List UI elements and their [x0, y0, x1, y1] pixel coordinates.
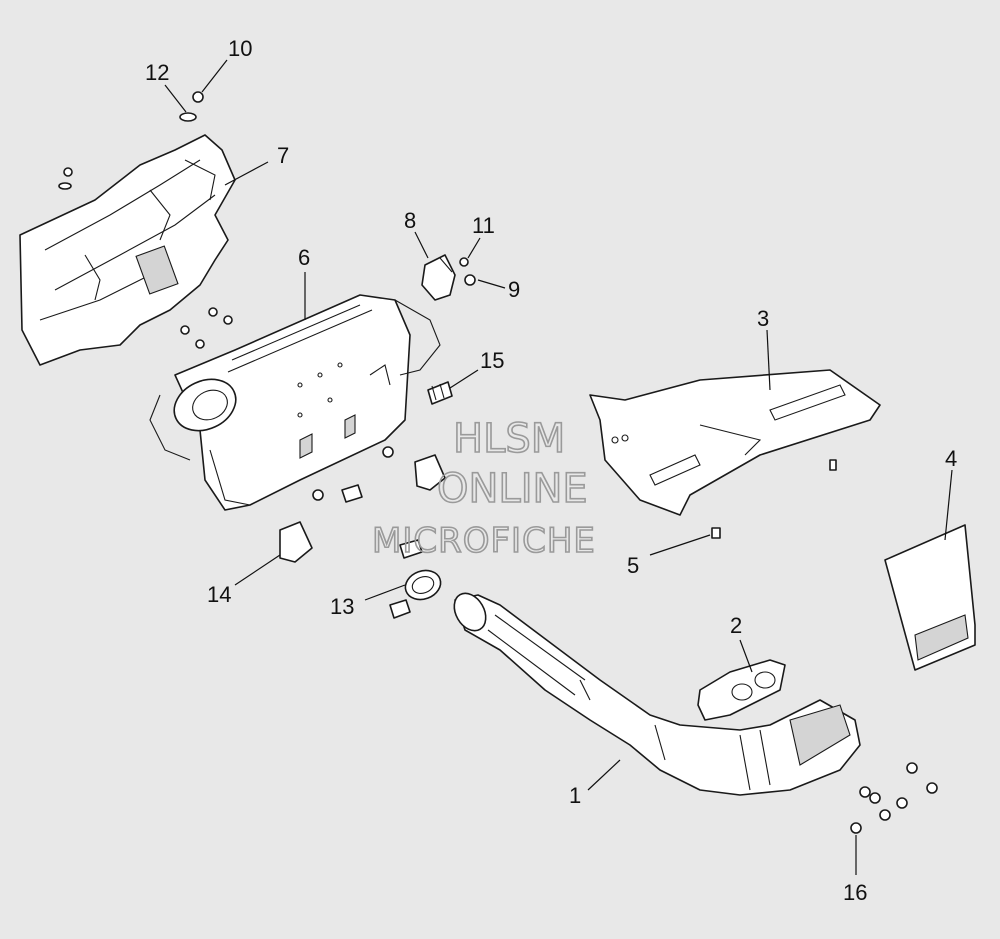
callout-6: 6: [298, 245, 310, 270]
muffler[interactable]: [149, 294, 441, 511]
leader-lines: [164, 59, 953, 875]
bolt-icon[interactable]: [63, 167, 73, 177]
callout-11: 11: [472, 213, 495, 238]
heat-shield-upper[interactable]: [19, 134, 236, 366]
callout-9: 9: [508, 277, 520, 302]
callout-8: 8: [404, 208, 416, 233]
screw-icon[interactable]: [829, 459, 837, 471]
bolt-icon[interactable]: [223, 315, 233, 325]
bolt-icon[interactable]: [906, 762, 918, 774]
callout-5: 5: [627, 553, 639, 578]
screw-icon[interactable]: [711, 527, 721, 539]
callout-2: 2: [730, 613, 742, 638]
screw-icon[interactable]: [464, 274, 476, 286]
callout-13: 13: [330, 594, 354, 619]
callout-10: 10: [228, 36, 252, 61]
spring[interactable]: [427, 381, 453, 405]
exhaust-gasket[interactable]: [697, 659, 786, 721]
callout-16: 16: [843, 880, 867, 905]
washer-icon[interactable]: [58, 182, 72, 190]
bolt-icon[interactable]: [850, 822, 862, 834]
watermark: HLSM ONLINE MICROFICHE: [371, 415, 596, 562]
callout-12: 12: [145, 60, 169, 85]
exhaust-seal-ring[interactable]: [401, 566, 444, 605]
exhaust-head-pipe[interactable]: [448, 588, 861, 796]
fasteners: [58, 91, 938, 834]
callout-15: 15: [480, 348, 504, 373]
bolt-icon[interactable]: [195, 339, 205, 349]
stud-icon[interactable]: [382, 446, 394, 458]
callout-1: 1: [569, 783, 581, 808]
bolt-icon[interactable]: [896, 797, 908, 809]
plate[interactable]: [884, 524, 976, 671]
callout-3: 3: [757, 306, 769, 331]
watermark-line-2: ONLINE: [437, 466, 588, 512]
bolt-icon[interactable]: [859, 786, 871, 798]
spark-arrestor-cap[interactable]: [421, 254, 456, 301]
callout-14: 14: [207, 582, 231, 607]
washer-icon[interactable]: [459, 257, 469, 267]
washer-icon[interactable]: [180, 325, 190, 335]
exhaust-spring[interactable]: [341, 484, 423, 619]
bolt-icon[interactable]: [869, 792, 881, 804]
watermark-line-1: HLSM: [453, 416, 565, 462]
washer-icon[interactable]: [179, 112, 197, 122]
callout-7: 7: [277, 143, 289, 168]
rubber-mount[interactable]: [279, 454, 446, 563]
callout-labels: 10 12 7 8 11 9 6 15 3 4 5 13 14 2 1 16: [145, 36, 957, 905]
bolt-icon[interactable]: [192, 91, 204, 103]
watermark-line-3: MICROFICHE: [372, 521, 596, 561]
washer-icon[interactable]: [208, 307, 218, 317]
heat-shield-lower[interactable]: [589, 369, 881, 516]
bolt-icon[interactable]: [879, 809, 891, 821]
bolt-icon[interactable]: [926, 782, 938, 794]
stud-icon[interactable]: [312, 489, 324, 501]
callout-4: 4: [945, 446, 957, 471]
